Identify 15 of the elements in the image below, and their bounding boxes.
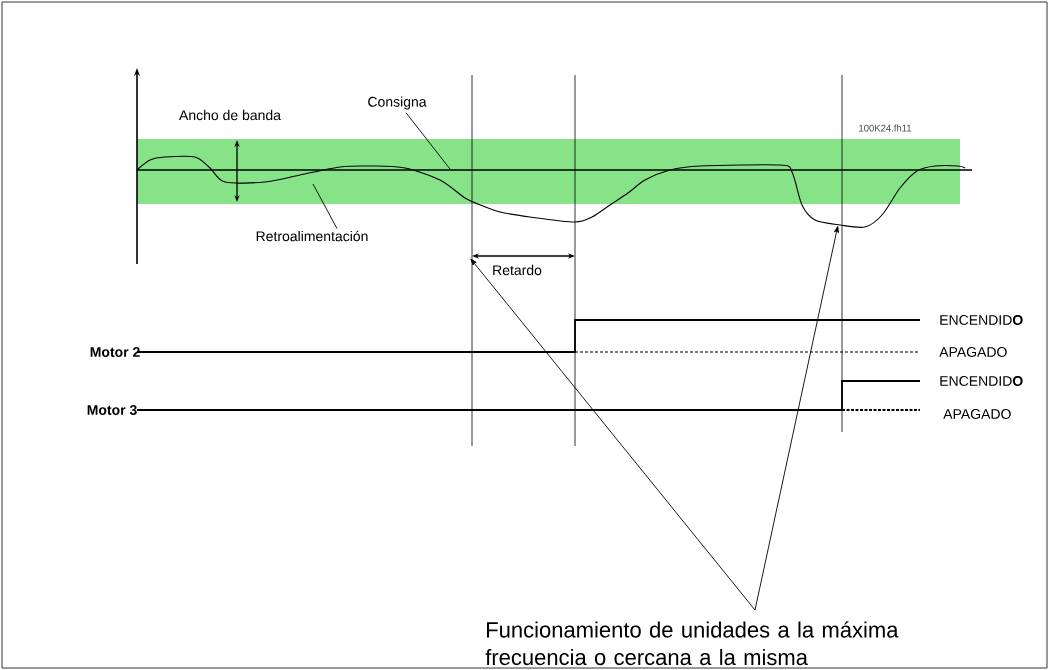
leader-line [312,183,338,230]
leader-label: Retroalimentación [256,230,368,242]
text-label: APAGADO [943,409,1011,419]
leader-line [405,112,451,170]
leader-label: Consigna [368,96,427,110]
text-label: 100K24.fh11 [859,124,912,132]
text-label: Motor 3 [87,405,137,415]
leader-line [470,258,756,611]
text-label: APAGADO [939,347,1007,357]
text-label: ENCENDIDO [940,376,1023,386]
note-text: Funcionamiento de unidades a la máxima frecuencia o cercana a la misma [485,621,899,666]
text-label: ENCENDIDO [940,315,1023,325]
text-label: Retardo [493,264,542,276]
leader-line [754,225,839,611]
text-label: Ancho de banda [179,109,281,121]
